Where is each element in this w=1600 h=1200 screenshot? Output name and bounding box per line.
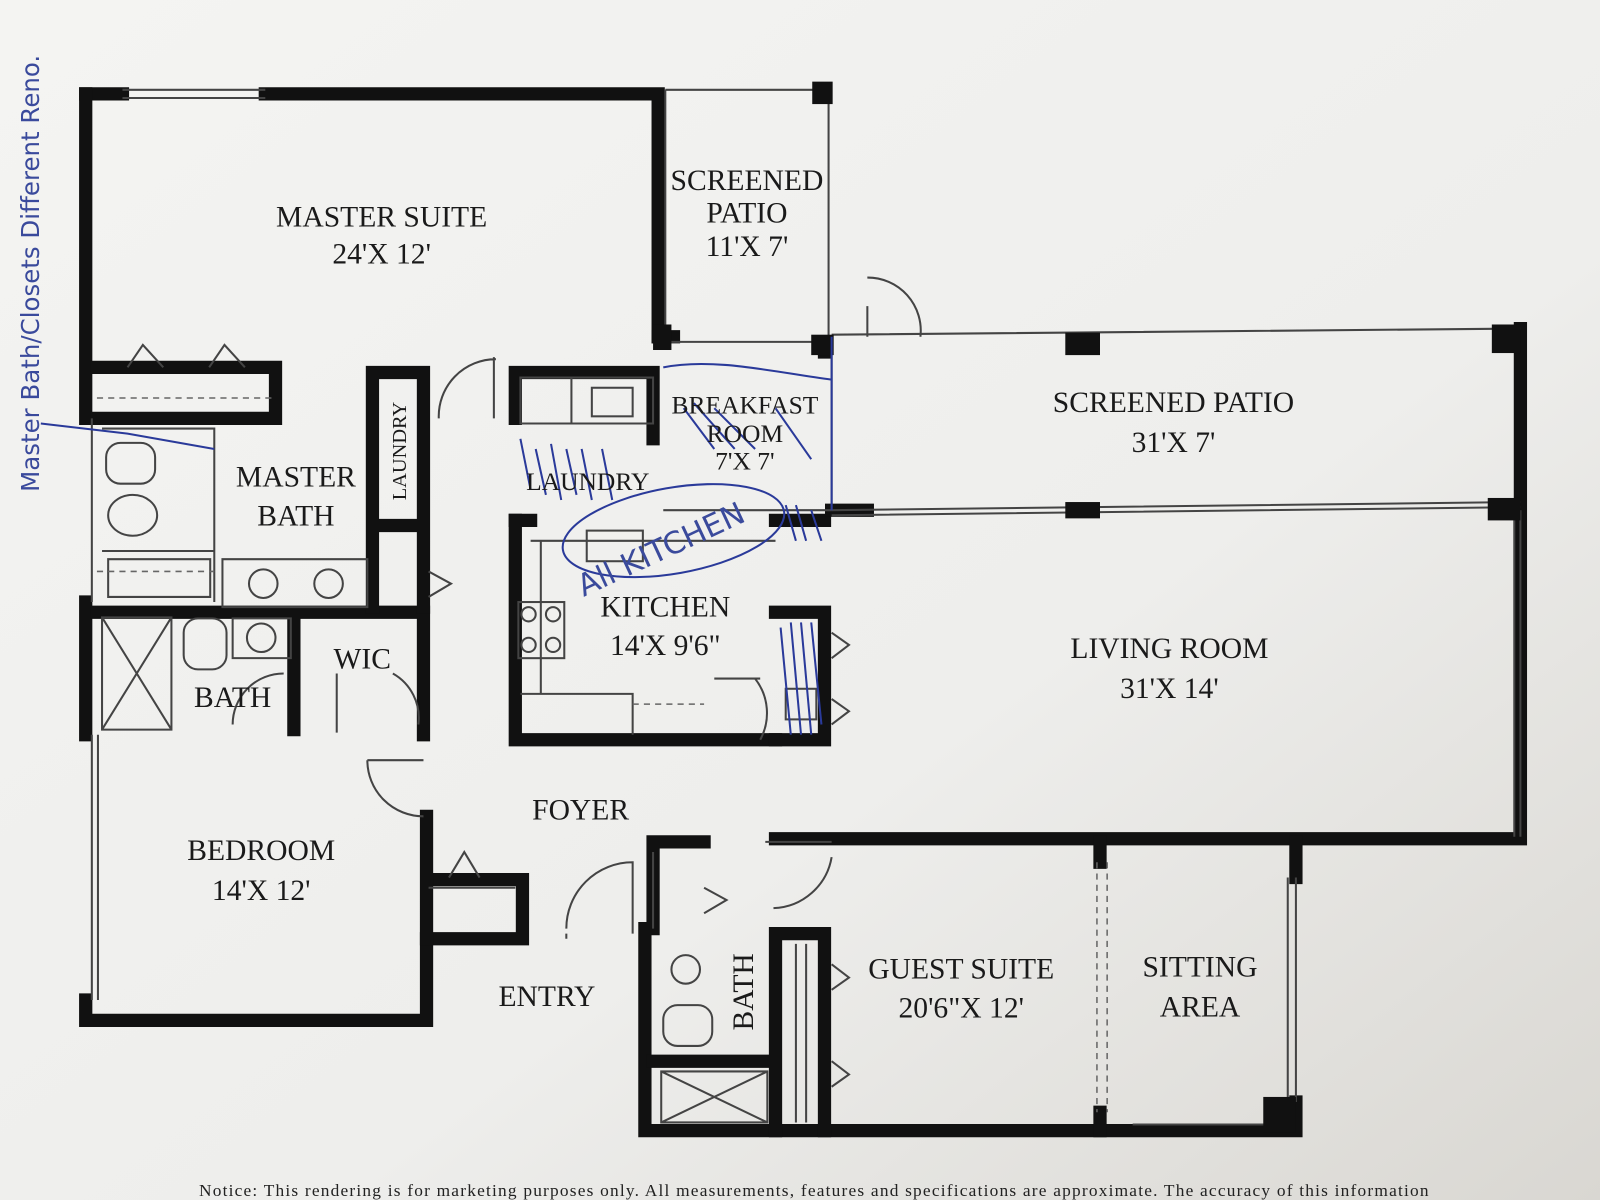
guest-bath-label: BATH xyxy=(728,953,760,1030)
thin-lines xyxy=(90,83,1522,1126)
master-bath-name1: MASTER xyxy=(236,462,356,494)
breakfast-room-name1: BREAKFAST xyxy=(671,390,818,419)
screened-patio-large-size: 31'X 7' xyxy=(1132,427,1216,459)
laundry-label: LAUNDRY xyxy=(526,467,649,496)
foyer-label: FOYER xyxy=(532,794,629,826)
bedroom-size: 14'X 12' xyxy=(212,875,311,907)
laundry-closet-label: LAUNDRY xyxy=(389,401,411,500)
breakfast-room-name2: ROOM xyxy=(707,419,784,448)
kitchen-name: KITCHEN xyxy=(600,591,730,623)
guest-suite-size: 20'6"X 12' xyxy=(899,992,1024,1024)
sitting-area-name1: SITTING xyxy=(1142,952,1257,984)
ink-annotations xyxy=(40,336,833,735)
master-suite-size: 24'X 12' xyxy=(332,238,431,270)
master-bath-name2: BATH xyxy=(257,501,334,533)
sitting-area-name2: AREA xyxy=(1160,991,1241,1023)
guest-suite-name: GUEST SUITE xyxy=(868,954,1054,986)
bedroom-name: BEDROOM xyxy=(187,835,335,867)
room-labels: MASTER SUITE 24'X 12' SCREENED PATIO 11'… xyxy=(187,165,1294,1031)
master-suite-name: MASTER SUITE xyxy=(276,202,487,234)
breakfast-room-size: 7'X 7' xyxy=(715,446,774,475)
entry-label: ENTRY xyxy=(498,981,595,1013)
posts xyxy=(653,81,1521,1133)
bath-label: BATH xyxy=(194,682,271,714)
screened-patio-small-name1: SCREENED xyxy=(671,165,824,197)
screened-patio-small-name2: PATIO xyxy=(706,197,787,229)
marketing-notice: Notice: This rendering is for marketing … xyxy=(199,1181,1429,1200)
screened-patio-small-size: 11'X 7' xyxy=(706,231,789,263)
living-room-size: 31'X 14' xyxy=(1120,673,1219,705)
margin-note: Master Bath/Closets Different Reno. xyxy=(16,55,45,492)
wic-label: WIC xyxy=(333,643,391,675)
living-room-name: LIVING ROOM xyxy=(1070,633,1268,665)
kitchen-size: 14'X 9'6" xyxy=(610,630,721,662)
screened-patio-large-name: SCREENED PATIO xyxy=(1053,387,1294,419)
